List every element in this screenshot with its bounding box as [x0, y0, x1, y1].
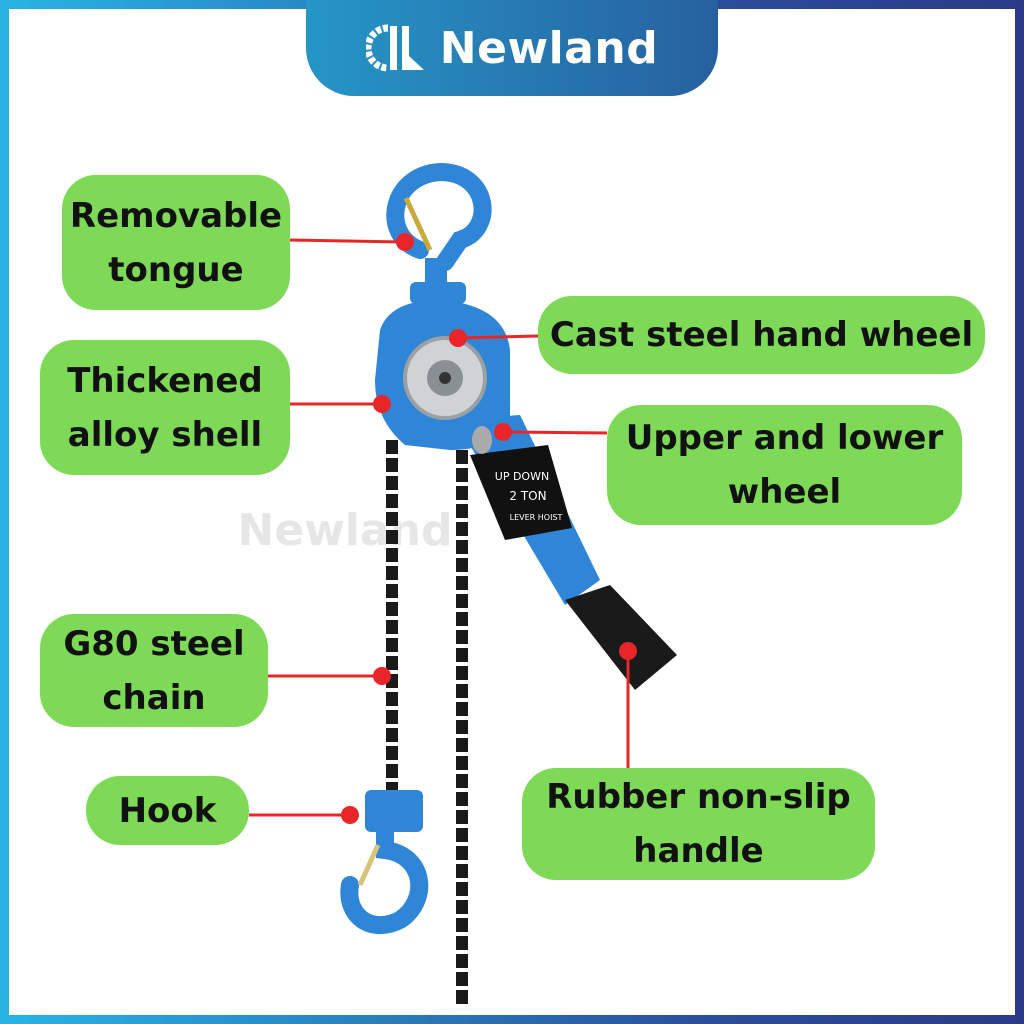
bottom-hook-block — [365, 790, 423, 832]
rubber-handle — [565, 585, 677, 690]
plate-line-1: UP DOWN — [495, 470, 549, 483]
watermark: Newland — [238, 505, 453, 556]
brand-header: Newland — [306, 0, 718, 96]
bottom-hook — [340, 823, 429, 934]
removable-tongue-latch — [403, 196, 433, 252]
top-hook — [386, 162, 492, 271]
pointer-lines — [249, 238, 630, 817]
callout-rubber-handle: Rubber non-slip handle — [522, 768, 875, 880]
plate-line-3: LEVER HOIST — [510, 513, 563, 522]
label-plate — [470, 445, 572, 540]
callout-hook: Hook — [86, 776, 249, 845]
selector-knob — [472, 426, 492, 454]
callout-removable-tongue: Removable tongue — [62, 175, 290, 310]
newland-logo-icon — [365, 24, 424, 72]
callout-g80-steel-chain: G80 steel chain — [40, 614, 268, 727]
callout-thickened-alloy-shell: Thickened alloy shell — [40, 340, 290, 475]
plate-line-2: 2 TON — [509, 489, 546, 503]
pointer-dots — [341, 233, 637, 824]
callout-upper-lower-wheel: Upper and lower wheel — [607, 405, 962, 525]
brand-name: Newland — [439, 22, 659, 74]
callout-cast-steel-hand-wheel: Cast steel hand wheel — [538, 296, 985, 374]
